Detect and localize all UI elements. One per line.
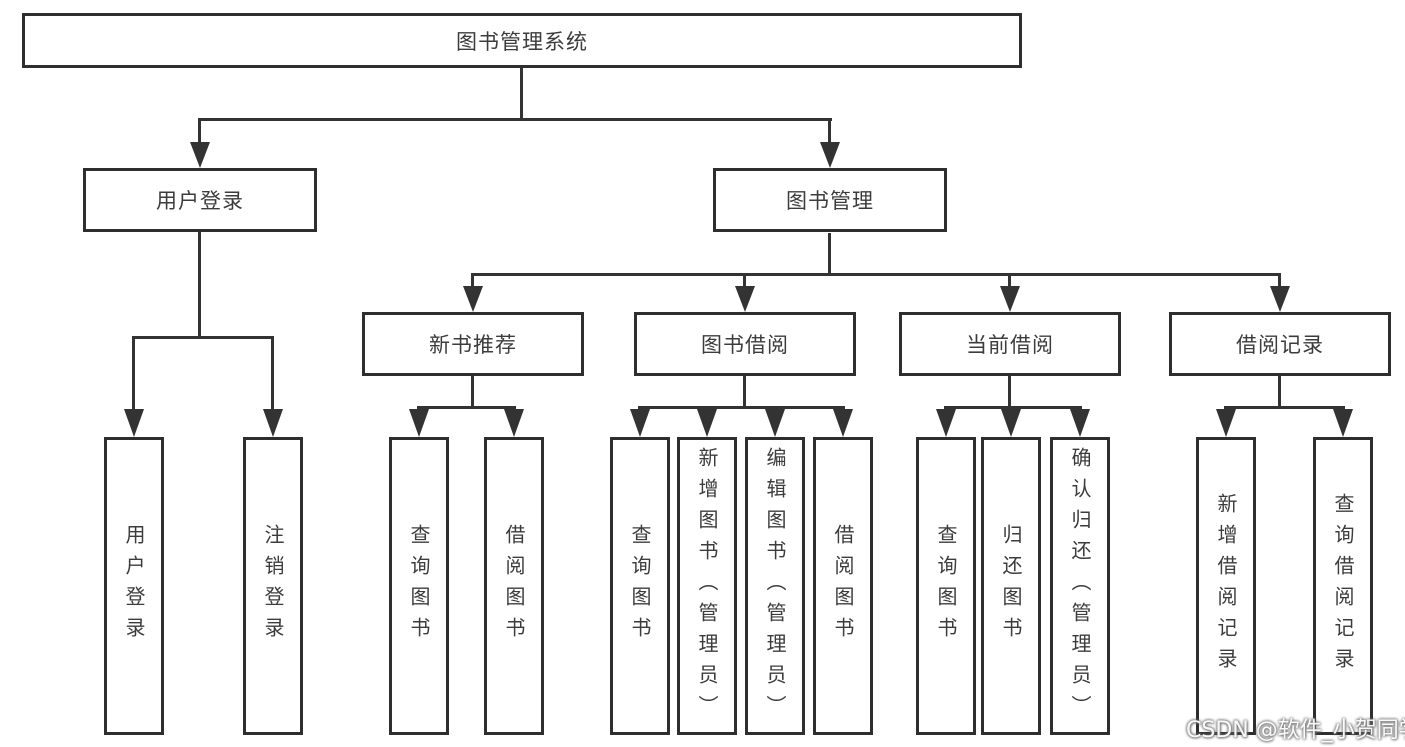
connector-line <box>271 336 274 411</box>
leaf-query-books: 查询图书 <box>389 437 449 735</box>
leaf-user-login: 用户登录 <box>104 437 164 735</box>
leaf-label: 注销登录 <box>261 524 285 648</box>
connector-line <box>132 336 135 411</box>
leaf-label: 借阅图书 <box>831 524 855 648</box>
node-new-book-recommendation: 新书推荐 <box>362 312 584 376</box>
connector-line <box>471 273 1281 276</box>
connector-line <box>743 376 746 408</box>
arrow-down-icon <box>263 409 283 437</box>
leaf-label: 新增图书（管理员） <box>695 446 719 726</box>
leaf-edit-books-admin: 编辑图书（管理员） <box>745 437 805 735</box>
node-user-login: 用户登录 <box>83 168 317 232</box>
connector-line <box>1224 406 1345 409</box>
connector-line <box>132 336 274 339</box>
connector-line <box>828 118 831 144</box>
arrow-down-icon <box>1216 409 1236 437</box>
leaf-label: 确认归还（管理员） <box>1068 446 1092 726</box>
connector-line <box>520 68 523 118</box>
node-root-library-system: 图书管理系统 <box>22 13 1022 68</box>
node-borrowing-records: 借阅记录 <box>1169 312 1391 376</box>
connector-line <box>828 233 831 275</box>
connector-line <box>944 406 1082 409</box>
leaf-label: 用户登录 <box>122 524 146 648</box>
leaf-query-books: 查询图书 <box>916 437 976 735</box>
leaf-borrow-books: 借阅图书 <box>484 437 544 735</box>
connector-line <box>638 406 845 409</box>
arrow-down-icon <box>833 409 853 437</box>
leaf-label: 借阅图书 <box>502 524 526 648</box>
connector-line <box>1008 376 1011 408</box>
arrow-down-icon <box>504 409 524 437</box>
connector-line <box>198 118 832 121</box>
arrow-down-icon <box>1270 286 1290 312</box>
connector-line <box>471 273 474 287</box>
arrow-down-icon <box>1001 409 1021 437</box>
arrow-down-icon <box>1000 286 1020 312</box>
connector-line <box>471 376 474 408</box>
connector-line <box>198 118 201 144</box>
leaf-logout: 注销登录 <box>243 437 303 735</box>
leaf-label: 编辑图书（管理员） <box>763 446 787 726</box>
leaf-label: 查询图书 <box>628 524 652 648</box>
arrow-down-icon <box>697 409 717 437</box>
connector-line <box>1008 273 1011 287</box>
leaf-label: 查询图书 <box>407 524 431 648</box>
connector-line <box>1278 376 1281 408</box>
node-current-borrowing: 当前借阅 <box>899 312 1121 376</box>
connector-line <box>1278 273 1281 287</box>
leaf-label: 查询借阅记录 <box>1331 493 1355 679</box>
arrow-down-icon <box>124 409 144 437</box>
leaf-add-borrow-record: 新增借阅记录 <box>1196 437 1256 735</box>
arrow-down-icon <box>190 142 210 168</box>
arrow-down-icon <box>936 409 956 437</box>
leaf-label: 查询图书 <box>934 524 958 648</box>
arrow-down-icon <box>820 142 840 168</box>
csdn-watermark: CSDN @软件_小贺同学 <box>1186 718 1405 743</box>
arrow-down-icon <box>1070 409 1090 437</box>
arrow-down-icon <box>735 286 755 312</box>
arrow-down-icon <box>409 409 429 437</box>
leaf-query-books: 查询图书 <box>610 437 670 735</box>
node-book-management: 图书管理 <box>713 168 947 232</box>
connector-line <box>417 406 516 409</box>
connector-line <box>743 273 746 287</box>
arrow-down-icon <box>463 286 483 312</box>
leaf-add-books-admin: 新增图书（管理员） <box>677 437 737 735</box>
leaf-borrow-books: 借阅图书 <box>813 437 873 735</box>
leaf-return-books: 归还图书 <box>981 437 1041 735</box>
arrow-down-icon <box>630 409 650 437</box>
arrow-down-icon <box>1333 409 1353 437</box>
arrow-down-icon <box>765 409 785 437</box>
leaf-label: 新增借阅记录 <box>1214 493 1238 679</box>
node-book-borrowing: 图书借阅 <box>634 312 856 376</box>
leaf-label: 归还图书 <box>999 524 1023 648</box>
leaf-query-borrow-record: 查询借阅记录 <box>1313 437 1373 735</box>
leaf-confirm-return-admin: 确认归还（管理员） <box>1050 437 1110 735</box>
connector-line <box>198 232 201 338</box>
